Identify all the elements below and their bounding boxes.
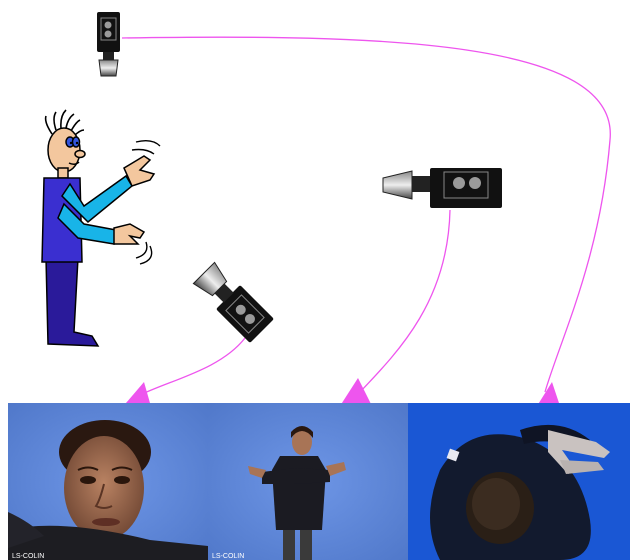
side-camera-icon bbox=[383, 168, 502, 208]
photo-top-down bbox=[408, 403, 630, 560]
side-camera-arrow bbox=[360, 210, 450, 392]
photo-front-full-body bbox=[208, 403, 408, 560]
photo-2-caption: LS-COLIN bbox=[212, 553, 244, 560]
top-camera-icon bbox=[97, 12, 120, 76]
photo-1-caption: LS-COLIN bbox=[12, 553, 44, 560]
arrows bbox=[122, 37, 610, 396]
signing-person-cartoon-icon bbox=[42, 110, 160, 346]
front-camera-arrow bbox=[138, 338, 245, 396]
photo-face-close-up bbox=[8, 403, 208, 560]
front-camera-icon bbox=[192, 261, 274, 343]
arrowhead-icon bbox=[340, 378, 372, 406]
top-camera-arrow bbox=[122, 37, 610, 392]
